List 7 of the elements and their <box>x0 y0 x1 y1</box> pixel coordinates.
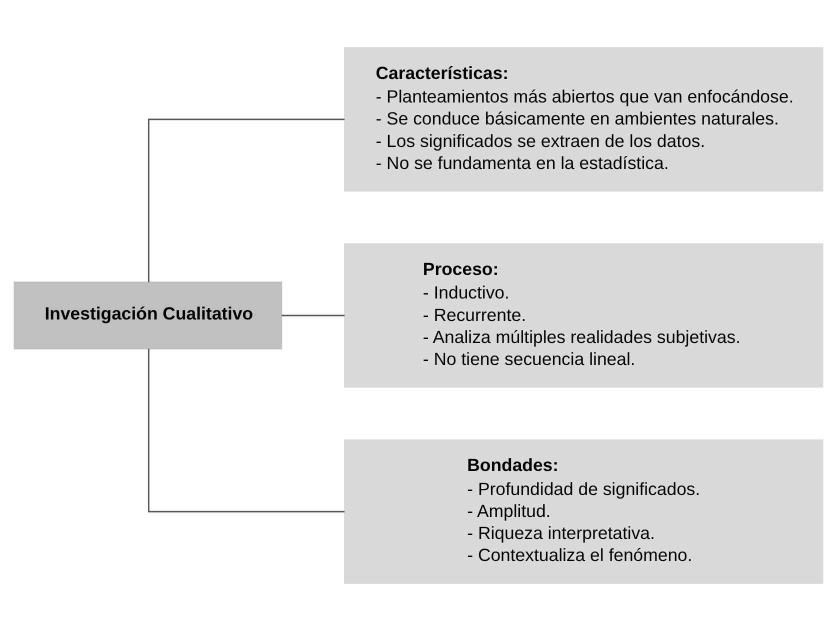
node-box: Características: - Planteamientos más abiertos que van enfocándose. - Se conduce básicamente en ambientes naturales. - Los significados se extraen de los datos. - No se fundamenta en la estadística. <box>344 47 824 192</box>
node-box: Proceso: - Inductivo. - Recurrente. - Analiza múltiples realidades subjetivas. - No tiene secuencia lineal. <box>344 243 824 388</box>
connector <box>148 348 345 512</box>
node-box: Investigación Cualitativo <box>14 282 282 350</box>
connector <box>282 314 345 316</box>
node-box: Bondades: - Profundidad de significados. - Amplitud. - Riqueza interpretativa. - Contextualiza el fenómeno. <box>344 439 824 584</box>
connector <box>148 118 345 282</box>
